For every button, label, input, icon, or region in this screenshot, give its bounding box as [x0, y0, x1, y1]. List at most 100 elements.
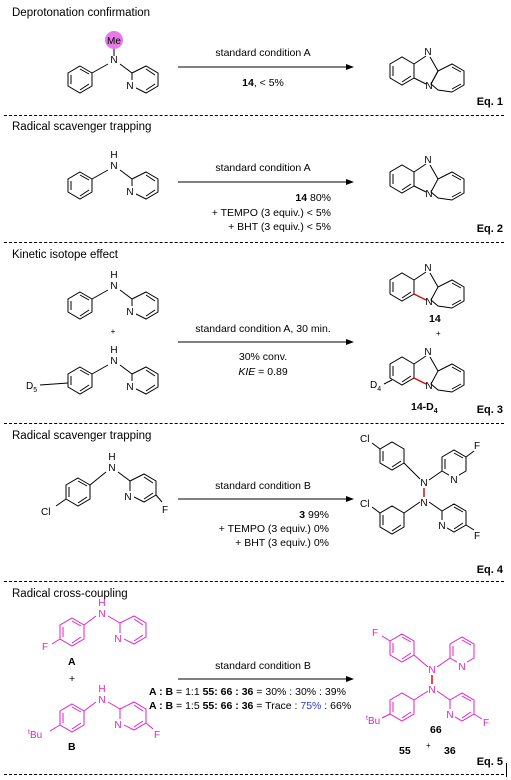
eq4-arrow [178, 496, 354, 502]
eq1-title: Deprotonation confirmation [12, 7, 151, 19]
svg-text:H: H [98, 684, 105, 695]
svg-text:tBu: tBu [28, 729, 42, 741]
eq2-product-structure: N N [389, 155, 465, 201]
eq3-plus: + [110, 327, 116, 336]
svg-text:N: N [124, 492, 131, 503]
eq5-title: Radical cross-coupling [12, 588, 128, 600]
bridge-n-label: N [425, 81, 432, 92]
eq2-title: Radical scavenger trapping [12, 121, 152, 133]
eq3-kie: KIE = 0.89 [238, 366, 288, 378]
divider-4 [4, 581, 504, 582]
svg-text:F: F [42, 642, 48, 653]
svg-text:N: N [425, 297, 432, 308]
divider-3 [4, 423, 504, 424]
divider-2 [4, 242, 504, 243]
svg-text:N: N [428, 665, 435, 676]
eq3-condition: standard condition A, 30 min. [195, 323, 331, 335]
svg-text:F: F [162, 505, 168, 516]
divider-1 [4, 115, 504, 116]
svg-text:H: H [110, 270, 117, 281]
eq3-reactant-h-structure: H N N [67, 270, 159, 320]
svg-text:N: N [110, 356, 117, 367]
svg-text:N: N [424, 347, 431, 358]
eq3-product-plus: + [436, 329, 441, 338]
eq5-reactant-a-structure: F H N N [42, 598, 147, 653]
svg-text:N: N [428, 685, 435, 696]
eq2-arrow [178, 179, 354, 185]
eq5-label-a: A [68, 656, 76, 668]
eq4-label: Eq. 4 [476, 564, 503, 576]
nh-h-label: H [110, 150, 117, 161]
methyl-highlight [105, 31, 123, 49]
svg-text:N: N [446, 710, 453, 721]
eq3-product-d-label: 14-D4 [411, 401, 438, 416]
svg-text:N: N [98, 695, 105, 706]
svg-text:N: N [114, 720, 121, 731]
eq2-label: Eq. 2 [476, 223, 503, 235]
eq3-label: Eq. 3 [476, 404, 503, 416]
eq5-byproduct-plus: + [426, 741, 431, 750]
svg-text:N: N [126, 307, 133, 318]
eq5-label-b: B [68, 741, 76, 753]
bridge-n-label: N [425, 189, 432, 200]
eq1-product-structure: N N [389, 47, 465, 93]
svg-text:Cl: Cl [360, 434, 369, 445]
page-edge-mark [506, 763, 507, 777]
svg-text:N: N [126, 382, 133, 393]
eq5-reactant-b-structure: tBu F H N N [28, 684, 160, 741]
methyl-label: Me [107, 36, 121, 47]
svg-text:N: N [98, 609, 105, 620]
eq5-product-label: 66 [430, 724, 442, 736]
eq2-result: 14 80% [295, 192, 331, 204]
eq3-conversion: 30% conv. [238, 351, 288, 363]
svg-text:F: F [372, 628, 378, 639]
svg-text:N: N [420, 478, 427, 489]
eq4-result: 3 99% [299, 509, 329, 521]
eq5-byproduct-36: 36 [444, 745, 456, 757]
imidazole-n-label: N [424, 47, 431, 58]
eq4-product-structure: Cl N F N N Cl F N [360, 434, 480, 542]
eq5-row1: A : B = 1:1 55: 66 : 36 = 30% : 30% : 39… [149, 686, 346, 698]
eq2-condition: standard condition A [215, 162, 311, 174]
eq5-condition: standard condition B [215, 660, 311, 672]
eq5-row2: A : B = 1:5 55: 66 : 36 = Trace : 75% : … [149, 700, 352, 712]
eq5-plus: + [69, 673, 76, 685]
svg-text:N: N [110, 281, 117, 292]
svg-text:H: H [110, 345, 117, 356]
amine-n-label: N [110, 55, 117, 66]
eq3-product-structure: N N [389, 263, 465, 309]
eq3-reactant-d-structure: H N D5 N [26, 345, 159, 395]
divider-5 [4, 774, 504, 775]
svg-text:H: H [98, 598, 105, 609]
pyridine-n-label: N [126, 187, 133, 198]
eq5-product-structure: F N N N N F tBu [366, 628, 489, 729]
svg-text:N: N [420, 498, 427, 509]
eq1-reactant-structure: Me N N [67, 31, 159, 94]
eq5-label: Eq. 5 [476, 756, 503, 768]
eq5-byproduct-55: 55 [399, 745, 411, 757]
eq4-reactant-structure: H N Cl F N [41, 452, 168, 518]
svg-text:N: N [108, 463, 115, 474]
svg-text:N: N [425, 381, 432, 392]
svg-text:Cl: Cl [360, 499, 369, 510]
eq4-bht: + BHT (3 equiv.) 0% [235, 537, 329, 549]
eq1-result: 14, < 5% [242, 77, 284, 89]
eq3-title: Kinetic isotope effect [12, 249, 118, 261]
eq2-reactant-structure: H N N [67, 150, 159, 200]
d5-label: D5 [26, 381, 37, 394]
eq1-label: Eq. 1 [476, 96, 503, 108]
eq3-product-d-structure: D4 N N [370, 347, 465, 393]
eq4-condition: standard condition B [215, 480, 311, 492]
eq3-product-label: 14 [429, 313, 441, 325]
svg-text:N: N [438, 521, 445, 532]
nh-n-label: N [110, 161, 117, 172]
eq4-tempo: + TEMPO (3 equiv.) 0% [218, 523, 329, 535]
svg-text:N: N [458, 662, 465, 673]
imidazole-n-label: N [424, 155, 431, 166]
pyridine-n-label: N [126, 81, 133, 92]
svg-text:Cl: Cl [41, 507, 50, 518]
svg-text:N: N [450, 475, 457, 486]
eq1-condition: standard condition A [215, 47, 311, 59]
svg-text:H: H [108, 452, 115, 463]
eq2-tempo: + TEMPO (3 equiv.) < 5% [211, 207, 331, 219]
